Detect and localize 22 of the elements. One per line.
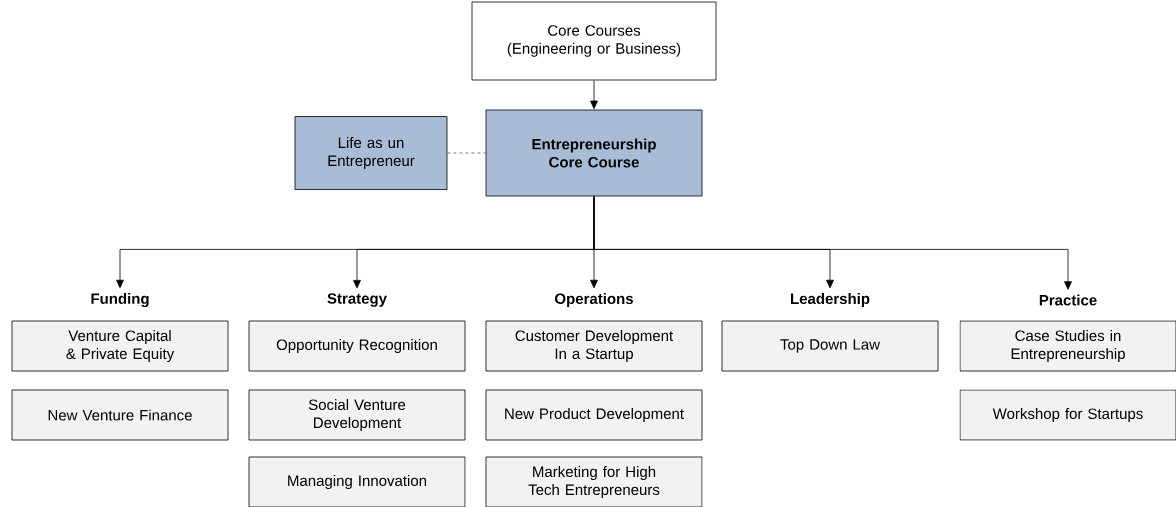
process-box: Life as un Entrepreneur	[294, 116, 448, 190]
process-box: Core Courses (Engineering or Business)	[471, 1, 717, 81]
heading-text: Practice	[1039, 294, 1097, 306]
course-box: Venture Capital & Private Equity	[11, 320, 229, 372]
course-box: Social Venture Development	[248, 389, 466, 441]
course-box: Workshop for Startups	[959, 389, 1176, 441]
arrow	[590, 80, 598, 110]
heading-text: Funding	[91, 293, 149, 308]
course-box: Customer Development In a Startup	[485, 320, 703, 372]
heading-text: Strategy	[327, 293, 387, 307]
arrow	[593, 196, 1072, 290]
course-box: Marketing for High Tech Entrepreneurs	[485, 456, 703, 507]
course-box: Case Studies in Entrepreneurship	[959, 320, 1176, 372]
course-box: New Venture Finance	[11, 389, 229, 441]
course-box: Top Down Law	[721, 320, 939, 372]
connector-line	[447, 152, 486, 154]
course-box: New Product Development	[485, 389, 703, 441]
process-box: Entrepreneurship Core Course	[485, 109, 703, 197]
heading-text: Operations	[555, 293, 633, 307]
course-box: Opportunity Recognition	[248, 320, 466, 372]
course-box: Managing Innovation	[248, 456, 466, 507]
heading-text: Leadership	[791, 293, 870, 307]
